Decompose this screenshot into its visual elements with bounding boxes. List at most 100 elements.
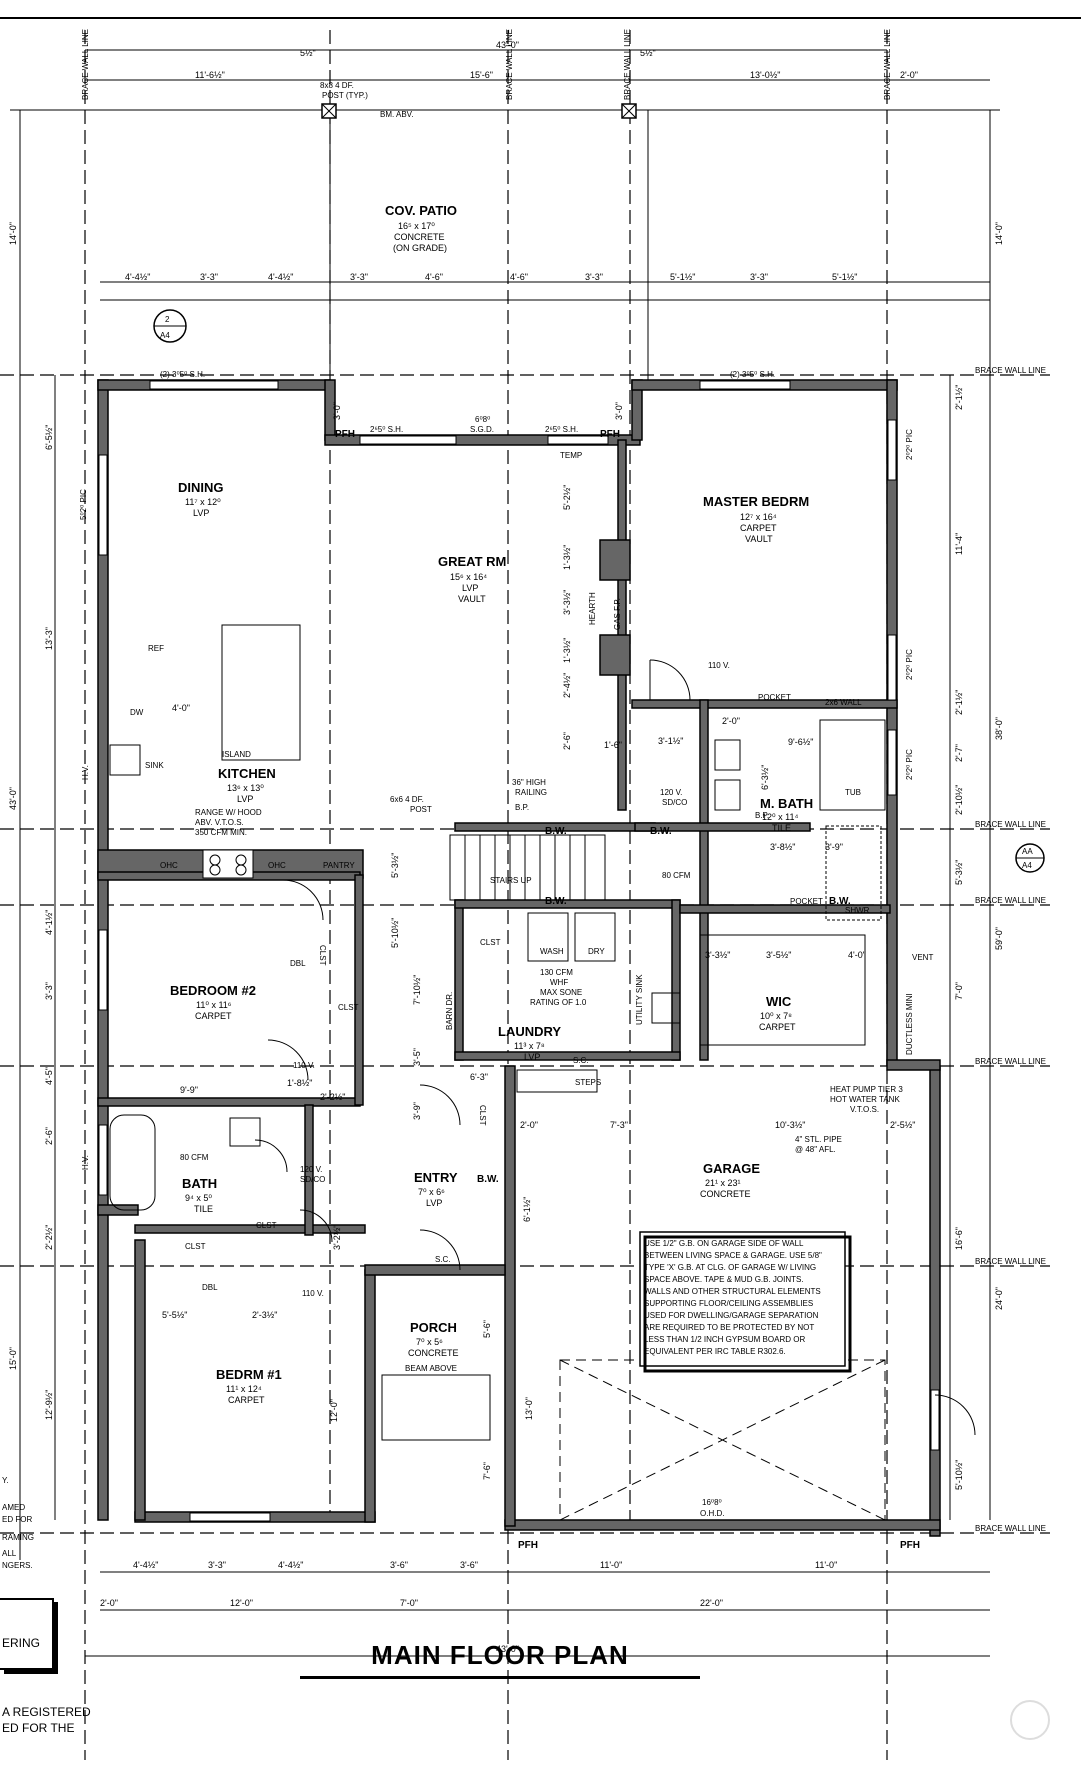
svg-text:O.H.D.: O.H.D. [700,1509,724,1518]
svg-text:12'-0": 12'-0" [329,1399,339,1422]
svg-text:3'-3½": 3'-3½" [705,950,730,960]
svg-text:RATING OF 1.0: RATING OF 1.0 [530,998,587,1007]
mbath-sink-2 [714,779,741,811]
svg-text:3'-3½": 3'-3½" [562,590,572,615]
svg-text:BRACE WALL LINE: BRACE WALL LINE [975,1057,1046,1066]
svg-text:110 V.: 110 V. [708,661,730,670]
interior-dimension-text: 3'-0" 3'-0" 5'-2½" 1'-3½" 3'-3½" 1'-3½" … [162,402,915,1480]
garage-door-outline [559,1359,886,1521]
svg-text:7'-10½": 7'-10½" [412,975,422,1005]
svg-text:S.C.: S.C. [435,1255,451,1264]
room-label-great-rm: GREAT RM [438,554,506,569]
svg-text:16⁰8⁰: 16⁰8⁰ [702,1498,722,1507]
svg-text:TUB: TUB [845,788,861,797]
svg-text:4'-1½": 4'-1½" [44,910,54,935]
svg-text:(ON GRADE): (ON GRADE) [393,243,447,253]
bottom-dimension-lines [85,1571,990,1657]
svg-text:4'-0": 4'-0" [848,950,866,960]
svg-text:POST (TYP.): POST (TYP.) [322,91,368,100]
svg-text:13'-0½": 13'-0½" [750,70,780,80]
svg-text:5'-10½": 5'-10½" [390,918,400,948]
washer [527,912,569,962]
svg-text:11⁷ x 12⁰: 11⁷ x 12⁰ [185,497,221,507]
svg-text:S.G.D.: S.G.D. [470,425,494,434]
svg-text:LVP: LVP [524,1052,540,1062]
svg-text:SPACE ABOVE. TAPE & MUD G.B. J: SPACE ABOVE. TAPE & MUD G.B. JOINTS. [644,1275,804,1284]
svg-text:CONCRETE: CONCRETE [408,1348,459,1358]
svg-text:3'-3": 3'-3" [44,982,54,1000]
svg-text:15'-0": 15'-0" [8,1347,18,1370]
svg-text:PFH: PFH [335,429,355,440]
section-callouts: 2 A4 AA A4 [153,309,1045,873]
svg-text:LVP: LVP [237,794,253,804]
svg-text:DBL: DBL [202,1283,218,1292]
svg-text:CLST: CLST [185,1242,206,1251]
top-dimension-lines [10,49,1000,301]
svg-text:80 CFM: 80 CFM [662,871,691,880]
windows [98,380,940,1522]
svg-text:2'-0": 2'-0" [900,70,918,80]
svg-text:5'-5½": 5'-5½" [162,1310,187,1320]
svg-text:12'-0": 12'-0" [230,1598,253,1608]
room-label-m-bath: M. BATH [760,796,813,811]
svg-text:EQUIVALENT PER IRC TABLE R302.: EQUIVALENT PER IRC TABLE R302.6. [644,1347,786,1356]
svg-text:WHF: WHF [550,978,568,987]
svg-text:POCKET: POCKET [790,897,823,906]
svg-text:2⁶5⁰ S.H.: 2⁶5⁰ S.H. [545,425,578,434]
svg-text:WASH: WASH [540,947,564,956]
svg-text:14'-0": 14'-0" [8,222,18,245]
svg-text:BRACE WALL LINE: BRACE WALL LINE [975,820,1046,829]
svg-text:7'-0": 7'-0" [954,982,964,1000]
svg-text:POST: POST [410,805,432,814]
svg-text:(2) 3⁰5⁰ S.H.: (2) 3⁰5⁰ S.H. [160,370,205,379]
bottom-note-2: ED FOR THE [2,1721,75,1735]
kitchen-sink [109,744,141,776]
svg-text:1'-3½": 1'-3½" [562,638,572,663]
svg-text:HOT WATER TANK: HOT WATER TANK [830,1095,900,1104]
svg-text:11'-0": 11'-0" [815,1560,837,1570]
svg-text:16⁵ x 17⁰: 16⁵ x 17⁰ [398,221,435,231]
svg-text:CARPET: CARPET [740,523,777,533]
svg-text:5'-10½": 5'-10½" [954,1460,964,1490]
svg-text:3'-9": 3'-9" [412,1102,422,1120]
svg-text:CLST: CLST [318,945,327,966]
svg-text:3'-6": 3'-6" [460,1560,478,1570]
svg-text:1'-6": 1'-6" [604,740,622,750]
svg-text:CLST: CLST [256,1221,277,1230]
svg-text:DBL: DBL [290,959,306,968]
svg-text:5'-6": 5'-6" [482,1320,492,1338]
svg-text:4'-6": 4'-6" [425,272,443,282]
svg-text:H.V.: H.V. [81,765,90,780]
svg-text:4" STL. PIPE: 4" STL. PIPE [795,1135,842,1144]
svg-text:B.W.: B.W. [545,896,567,907]
patio-outline [321,103,649,390]
svg-text:10⁰ x 7⁸: 10⁰ x 7⁸ [760,1011,792,1021]
svg-text:2'-5½": 2'-5½" [890,1120,915,1130]
title-block-text: ERING [2,1636,41,1650]
svg-text:7⁰ x 5⁶: 7⁰ x 5⁶ [416,1337,443,1347]
svg-text:2x6 WALL: 2x6 WALL [825,698,862,707]
svg-text:12⁷ x 16⁴: 12⁷ x 16⁴ [740,512,777,522]
svg-text:6'-3½": 6'-3½" [760,765,770,790]
svg-text:BEAM ABOVE: BEAM ABOVE [405,1364,457,1373]
svg-text:SINK: SINK [145,761,164,770]
svg-text:TILE: TILE [772,823,791,833]
svg-text:4'-4½": 4'-4½" [133,1560,158,1570]
svg-text:HEAT PUMP TIER 3: HEAT PUMP TIER 3 [830,1085,903,1094]
svg-text:2'-1½": 2'-1½" [954,690,964,715]
svg-text:VENT: VENT [912,953,933,962]
wic-shelves [699,934,866,1046]
svg-text:CLST: CLST [480,938,501,947]
svg-text:OHC: OHC [268,861,286,870]
svg-text:11'-0": 11'-0" [600,1560,622,1570]
fixtures [109,624,886,1441]
svg-text:8x8 4 DF.: 8x8 4 DF. [320,81,354,90]
svg-text:BRACE WALL LINE: BRACE WALL LINE [81,29,90,100]
svg-text:BRACE WALL LINE: BRACE WALL LINE [975,1257,1046,1266]
garage-note-box: USE 1/2" G.B. ON GARAGE SIDE OF WALL BET… [639,1231,852,1373]
svg-text:POCKET: POCKET [758,693,791,702]
svg-text:VAULT: VAULT [458,594,486,604]
svg-text:2'-7": 2'-7" [954,744,964,762]
svg-text:5⁰2⁰ PIC: 5⁰2⁰ PIC [79,489,88,520]
porch-planter [381,1374,491,1441]
